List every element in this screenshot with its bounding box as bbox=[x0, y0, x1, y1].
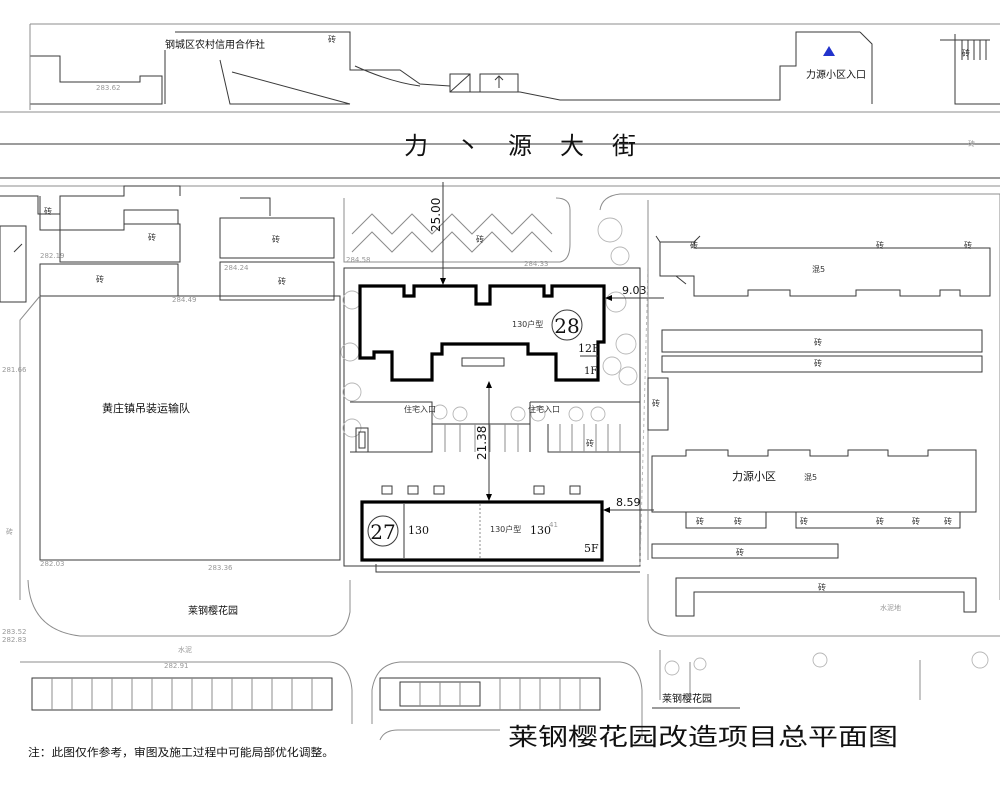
brick-label: 砖 bbox=[814, 337, 822, 347]
brick-label: 砖 bbox=[690, 240, 698, 250]
brick-label: 砖 bbox=[734, 516, 742, 526]
street-name: 力 丶 源 大 街 bbox=[404, 132, 636, 160]
community-entrance-label: 力源小区入口 bbox=[806, 68, 866, 81]
brick-label: 砖 bbox=[96, 274, 104, 284]
elevation-label: 284.49 bbox=[172, 296, 197, 304]
brick-label: 砖 bbox=[6, 527, 13, 536]
elevation-label: 284.58 bbox=[346, 256, 371, 264]
elevation-label: 281.66 bbox=[2, 366, 27, 374]
building-28-number: 28 bbox=[554, 314, 579, 338]
brick-label: 砖 bbox=[814, 358, 822, 368]
project-site: 砖 284.58 284.33 bbox=[340, 182, 664, 573]
residence-entry-label: 住宅入口 bbox=[528, 404, 560, 414]
plan-title: 莱钢樱花园改造项目总平面图 bbox=[508, 723, 898, 751]
elevation-label: 282.19 bbox=[40, 252, 65, 260]
brick-label: 砖 bbox=[944, 516, 952, 526]
elevation-label: 282.91 bbox=[164, 662, 189, 670]
east-block: 砖 砖 砖 混5 砖 砖 砖 力源小区 混5 砖 砖 砖 砖 砖 砖 砖 砖 水… bbox=[599, 193, 1000, 637]
transport-team-label: 黄庄镇吊装运输队 bbox=[102, 401, 190, 415]
cement-label: 水泥 bbox=[178, 645, 192, 654]
brick-label: 砖 bbox=[148, 232, 156, 242]
brick-label: 砖 bbox=[44, 206, 52, 216]
building-27-unit-b-sup: 41 bbox=[549, 521, 558, 529]
elevation-label: 282.83 bbox=[2, 636, 27, 644]
building-27-number: 27 bbox=[370, 520, 395, 544]
brick-label: 砖 bbox=[876, 240, 884, 250]
parking-area: 住宅入口 住宅入口 砖 bbox=[350, 401, 641, 495]
building-28-ground-floor: 1F bbox=[584, 366, 597, 377]
dimension-east-27: 8.59 bbox=[616, 496, 641, 509]
elevation-label: 283.62 bbox=[96, 84, 121, 92]
building-27-floors: 5F bbox=[584, 542, 599, 555]
brick-label: 砖 bbox=[652, 398, 660, 408]
brick-label: 砖 bbox=[696, 516, 704, 526]
brick-label: 砖 bbox=[278, 276, 286, 286]
elevation-label: 282.03 bbox=[40, 560, 65, 568]
brick-label: 砖 bbox=[586, 438, 594, 448]
brick-label: 砖 bbox=[912, 516, 920, 526]
brick-label: 砖 bbox=[272, 234, 280, 244]
north-block: 钢城区农村信用合作社 砖 283.62 力源小区入口 砖 bbox=[0, 23, 1000, 113]
south-area: 282.91 莱钢樱花园 bbox=[20, 650, 989, 741]
entrance-triangle-icon bbox=[823, 46, 835, 56]
dimensions: 25.00 21.38 9.03 8.59 bbox=[429, 182, 664, 513]
mix-5-label: 混5 bbox=[812, 265, 825, 274]
building-28-floors: 12F bbox=[578, 342, 600, 355]
brick-label: 砖 bbox=[962, 48, 970, 58]
building-28-number-circle bbox=[551, 309, 583, 341]
building-28-unit-type: 130户型 bbox=[512, 319, 543, 329]
building-27-unit-a: 130 bbox=[408, 524, 429, 537]
building-27: 27 130 130户型 130 41 5F bbox=[360, 500, 604, 562]
cement-ground-label: 水泥地 bbox=[880, 603, 901, 612]
brick-label: 砖 bbox=[476, 234, 484, 244]
mix-5-label: 混5 bbox=[804, 473, 817, 482]
plan-note: 注：此图仅作参考，审图及施工过程中可能局部优化调整。 bbox=[28, 745, 334, 759]
building-27-unit-b: 130 bbox=[530, 524, 551, 537]
hatched-walkway bbox=[351, 213, 553, 253]
garden-left-label: 莱钢樱花园 bbox=[188, 604, 238, 617]
building-28: 28 130户型 12F 1F bbox=[358, 284, 606, 382]
liyuan-community-label: 力源小区 bbox=[732, 469, 776, 483]
brick-label: 砖 bbox=[736, 547, 744, 557]
residence-entry-label: 住宅入口 bbox=[404, 404, 436, 414]
building-27-unit-type: 130户型 bbox=[490, 524, 521, 534]
elevation-label: 283.52 bbox=[2, 628, 27, 636]
street: 力 丶 源 大 街 砖 bbox=[0, 132, 1000, 187]
dimension-building-gap: 21.38 bbox=[475, 426, 489, 460]
brick-label: 砖 bbox=[876, 516, 884, 526]
brick-label: 砖 bbox=[800, 516, 808, 526]
building-27-number-circle bbox=[367, 515, 399, 547]
elevation-label: 283.36 bbox=[208, 564, 233, 572]
garden-right-label: 莱钢樱花园 bbox=[662, 692, 712, 705]
dimension-street-setback: 25.00 bbox=[429, 198, 443, 232]
bank-label: 钢城区农村信用合作社 bbox=[165, 38, 265, 51]
elevation-label: 284.33 bbox=[524, 260, 549, 268]
elevation-label: 284.24 bbox=[224, 264, 249, 272]
west-block: 砖 砖 砖 砖 砖 282.19 284.24 284.49 黄庄镇吊装运输队 … bbox=[0, 185, 351, 654]
brick-label: 砖 bbox=[968, 139, 975, 148]
brick-label: 砖 bbox=[328, 34, 336, 44]
trees bbox=[340, 217, 638, 438]
dimension-east-28: 9.03 bbox=[622, 284, 647, 297]
brick-label: 砖 bbox=[818, 582, 826, 592]
brick-label: 砖 bbox=[964, 240, 972, 250]
